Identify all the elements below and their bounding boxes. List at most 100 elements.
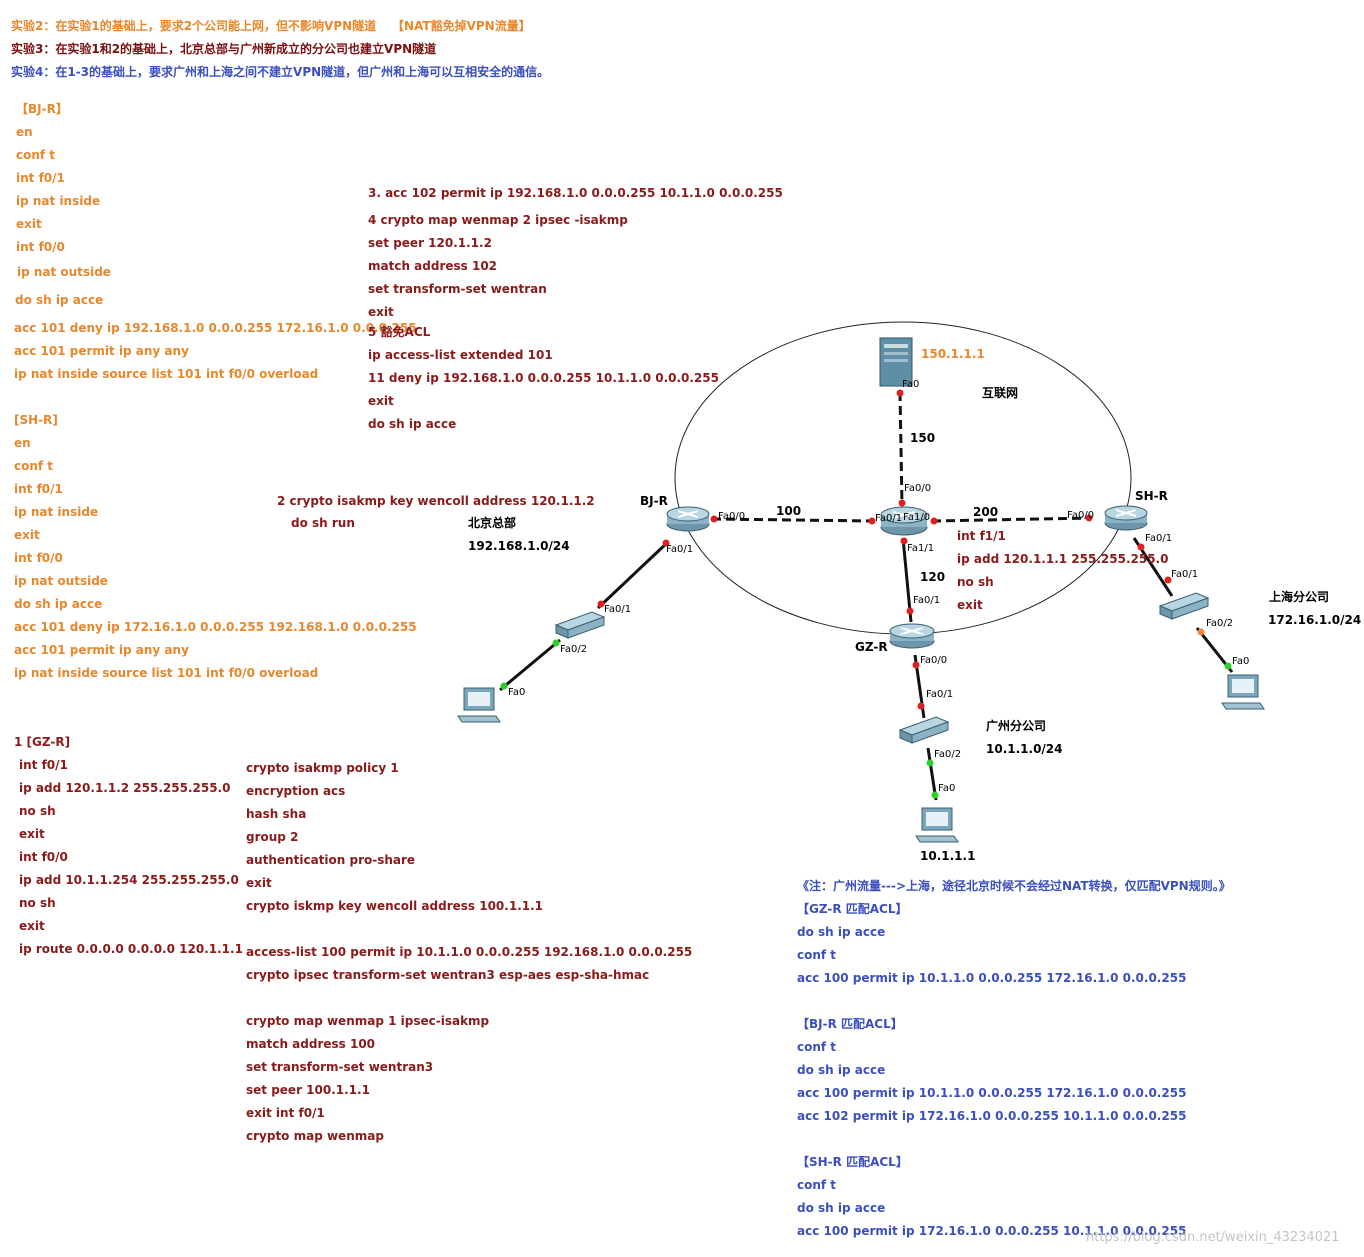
port-label: Fa0/0 <box>920 655 948 666</box>
gz-router-label: GZ-R <box>855 640 888 654</box>
config-line: match address 100 <box>246 1037 376 1051</box>
exp4-line: 实验4：在1-3的基础上，要求广州和上海之间不建立VPN隧道，但广州和上海可以互… <box>11 65 550 79</box>
link-bjswitch-pc <box>499 638 561 692</box>
config-line: set transform-set wentran <box>368 282 547 296</box>
link-core-sh <box>931 516 1093 523</box>
switch-icon-gz <box>898 716 950 744</box>
exp2-tag: 【NAT豁免掉VPN流量】 <box>392 19 531 33</box>
config-line: do sh ip acce <box>797 1063 886 1077</box>
bj-router-label: BJ-R <box>640 494 668 508</box>
config-line: ip nat outside <box>14 574 108 588</box>
config-line: authentication pro-share <box>246 853 416 867</box>
config-line: 11 deny ip 192.168.1.0 0.0.0.255 10.1.1.… <box>368 371 720 385</box>
port-label: Fa0/1 <box>1145 533 1173 544</box>
server-ip: 150.1.1.1 <box>921 347 985 361</box>
port-label: Fa1/0 <box>903 512 931 523</box>
config-line: do sh ip acce <box>797 925 886 939</box>
config-line: ip nat inside <box>16 194 101 208</box>
config-line: acc 100 permit ip 10.1.1.0 0.0.0.255 172… <box>797 971 1187 985</box>
config-line: acc 101 deny ip 192.168.1.0 0.0.0.255 17… <box>14 321 417 335</box>
bj-network-label: 192.168.1.0/24 <box>468 539 570 553</box>
config-line: crypto ipsec transform-set wentran3 esp-… <box>246 968 650 982</box>
config-line: conf t <box>797 1040 837 1054</box>
config-line: no sh <box>19 804 56 818</box>
config-line: 【BJ-R 匹配ACL】 <box>797 1017 903 1031</box>
switch-icon-sh <box>1158 592 1210 620</box>
config-line: ip nat outside <box>17 265 111 279</box>
config-line: exit <box>957 598 983 612</box>
config-line: hash sha <box>246 807 307 821</box>
bj-site-label: 北京总部 <box>468 516 517 530</box>
config-line: no sh <box>957 575 994 589</box>
config-line: acc 100 permit ip 172.16.1.0 0.0.0.255 1… <box>797 1224 1187 1238</box>
config-line: ip add 120.1.1.1 255.255.255.0 <box>957 552 1169 566</box>
config-line: exit int f0/1 <box>246 1106 325 1120</box>
config-line: set transform-set wentran3 <box>246 1060 434 1074</box>
port-label: Fa0/2 <box>934 749 962 760</box>
config-line: ip nat inside source list 101 int f0/0 o… <box>14 666 319 680</box>
config-line: 【SH-R 匹配ACL】 <box>797 1155 908 1169</box>
config-line: ip route 0.0.0.0 0.0.0.0 120.1.1.1 <box>19 942 243 956</box>
config-line: en <box>14 436 31 450</box>
config-line: do sh ip acce <box>14 597 103 611</box>
port-label: Fa0/2 <box>560 644 588 655</box>
config-line: crypto map wenmap <box>246 1129 384 1143</box>
note-line: 《注：广州流量--->上海，途径北京时候不会经过NAT转换，仅匹配VPN规则。》 <box>797 879 1231 893</box>
config-line: exit <box>19 827 45 841</box>
router-icon-gz <box>889 623 935 649</box>
config-line: 1 [GZ-R] <box>14 735 71 749</box>
pc-icon-bj <box>457 687 501 723</box>
server-icon <box>879 337 913 387</box>
config-line: acc 101 permit ip any any <box>14 643 189 657</box>
gz-site-label: 广州分公司 <box>986 719 1047 733</box>
port-label: Fa0/0 <box>1067 510 1095 521</box>
config-line: access-list 100 permit ip 10.1.1.0 0.0.0… <box>246 945 693 959</box>
config-line: conf t <box>797 1178 837 1192</box>
config-line: exit <box>16 217 42 231</box>
port-label: Fa0/0 <box>718 511 746 522</box>
port-label: Fa0/1 <box>1171 569 1199 580</box>
config-line: exit <box>19 919 45 933</box>
internet-label: 互联网 <box>982 386 1019 400</box>
config-line: ip access-list extended 101 <box>368 348 553 362</box>
link-bj-switch <box>596 540 670 610</box>
config-line: [SH-R] <box>14 413 58 427</box>
watermark: https://blog.csdn.net/weixin_43234021 <box>1086 1230 1340 1245</box>
config-line: match address 102 <box>368 259 498 273</box>
config-line: conf t <box>797 948 837 962</box>
exp3-line: 实验3：在实验1和2的基础上，北京总部与广州新成立的分公司也建立VPN隧道 <box>11 42 437 56</box>
config-line: crypto isakmp policy 1 <box>246 761 399 775</box>
config-line: exit <box>368 394 394 408</box>
isakmp-key-line: 2 crypto isakmp key wencoll address 120.… <box>277 494 595 508</box>
port-label: Fa0 <box>508 687 526 698</box>
config-line: int f1/1 <box>957 529 1006 543</box>
config-line: int f0/0 <box>14 551 63 565</box>
config-line: acc 101 deny ip 172.16.1.0 0.0.0.255 192… <box>14 620 417 634</box>
config-line: acc 102 permit ip 172.16.1.0 0.0.0.255 1… <box>797 1109 1187 1123</box>
router-icon-core <box>880 506 928 536</box>
port-label: Fa0/1 <box>926 689 954 700</box>
port-label: Fa0/1 <box>875 513 903 524</box>
sh-site-label: 上海分公司 <box>1269 590 1330 604</box>
link-label-200: 200 <box>973 505 999 519</box>
config-line: int f0/0 <box>16 240 65 254</box>
port-label: Fa0/1 <box>604 604 632 615</box>
config-line: 4 crypto map wenmap 2 ipsec -isakmp <box>368 213 628 227</box>
config-line: exit <box>246 876 272 890</box>
sh-router-label: SH-R <box>1135 489 1168 503</box>
config-line: ip add 10.1.1.254 255.255.255.0 <box>19 873 239 887</box>
gz-pc-ip: 10.1.1.1 <box>920 849 976 863</box>
config-line: crypto iskmp key wencoll address 100.1.1… <box>246 899 544 913</box>
config-line: ip nat inside <box>14 505 99 519</box>
config-line: en <box>16 125 33 139</box>
link-label-150: 150 <box>910 431 936 445</box>
port-label: Fa0/0 <box>904 483 932 494</box>
port-label: Fa1/1 <box>907 543 935 554</box>
gz-network-label: 10.1.1.0/24 <box>986 742 1063 756</box>
pc-icon-sh <box>1221 674 1265 710</box>
link-gzswitch-pc <box>926 747 938 801</box>
port-label: Fa0/1 <box>666 544 694 555</box>
config-line: ip add 120.1.1.2 255.255.255.0 <box>19 781 231 795</box>
config-line: do sh ip acce <box>368 417 457 431</box>
